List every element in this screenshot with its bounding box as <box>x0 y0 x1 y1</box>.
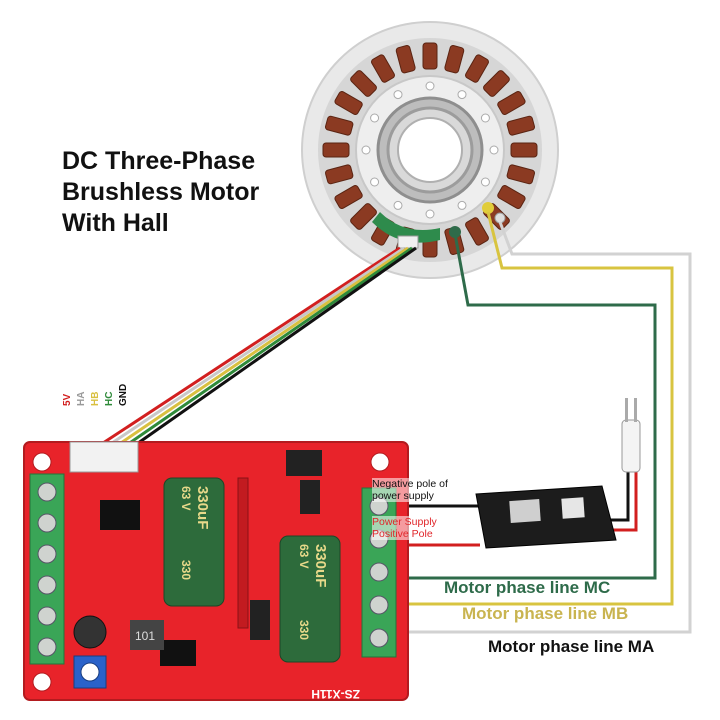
cap2-voltage: 63 V <box>297 544 311 569</box>
stator-coil <box>444 45 465 74</box>
left-terminal-block <box>29 473 65 665</box>
terminal-screw <box>369 562 389 582</box>
pin-hc: HC <box>104 391 115 406</box>
mount-hole <box>457 90 467 100</box>
cap1-series: 330 <box>179 560 193 580</box>
title-line-1: DC Three-Phase <box>62 147 256 175</box>
mount-hole <box>480 177 490 187</box>
ac-plug <box>621 398 641 473</box>
mount-hole <box>457 200 467 210</box>
small-capacitor <box>73 615 107 649</box>
title-line-3: With Hall <box>62 209 169 237</box>
cap2-series: 330 <box>297 620 311 640</box>
stator-coil <box>334 91 363 115</box>
mount-hole <box>393 90 403 100</box>
positive-pole-label: Power Supply Positive Pole <box>372 516 437 540</box>
inductor <box>130 620 164 650</box>
stator-coil <box>483 70 510 97</box>
ic-chip <box>160 640 196 666</box>
mounting-holes <box>361 81 499 219</box>
pin-ha: HA <box>76 391 87 406</box>
terminal-screw <box>37 637 57 657</box>
stator-coil <box>422 42 438 70</box>
negative-pole-line1: Negative pole of <box>372 478 448 490</box>
stator-coil <box>465 54 489 83</box>
capacitor-2 <box>279 535 341 663</box>
controller-board: 330uF 63 V 330 330uF 63 V 330 101 ZS-X11… <box>23 441 409 701</box>
ic-chip <box>100 500 140 530</box>
board-silkscreen: ZS-X11H <box>311 687 360 701</box>
mount-hole <box>370 177 380 187</box>
hall-cable <box>99 246 417 455</box>
stator-coil <box>506 164 535 185</box>
pin-5v: 5V <box>62 393 73 406</box>
hall-connector <box>397 235 419 249</box>
cap2-value: 330uF <box>312 544 329 587</box>
stator-coil <box>334 185 363 209</box>
positive-pole-line2: Positive Pole <box>372 528 433 540</box>
stator-coil <box>325 115 354 136</box>
stator-coil <box>510 142 538 158</box>
pin-hb: HB <box>90 391 101 406</box>
cap1-voltage: 63 V <box>179 486 193 511</box>
mount-hole <box>361 145 371 155</box>
mosfet <box>300 480 320 514</box>
mount-hole <box>425 81 435 91</box>
stator-coil <box>497 185 526 209</box>
terminal-screw <box>37 575 57 595</box>
phase-lead-white <box>494 212 506 224</box>
stator-coil <box>465 217 489 246</box>
positive-pole-line1: Power Supply <box>372 516 437 528</box>
mount-hole <box>480 113 490 123</box>
negative-pole-label: Negative pole of power supply <box>372 478 448 502</box>
terminal-screw <box>37 513 57 533</box>
diagram-title: DC Three-Phase Brushless Motor With Hall <box>62 146 322 239</box>
mount-hole <box>489 145 499 155</box>
hall-pin-labels: 5V HA HB HC GND <box>62 370 152 410</box>
mount-hole <box>393 200 403 210</box>
inductor-label: 101 <box>135 629 155 643</box>
cap1-value: 330uF <box>194 486 211 529</box>
hall-sensor-pcb <box>372 212 440 243</box>
negative-pole-line2: power supply <box>372 490 434 502</box>
stator-coil <box>350 70 377 97</box>
stator-coil <box>371 54 395 83</box>
terminal-screw <box>369 595 389 615</box>
stator-coil <box>395 45 416 74</box>
phase-lead-yellow <box>482 202 494 214</box>
mosfet <box>250 600 270 640</box>
stator-coil <box>506 115 535 136</box>
terminal-screw <box>37 482 57 502</box>
right-terminal-block <box>361 487 397 658</box>
stator-coil <box>497 91 526 115</box>
power-adapter <box>475 485 617 549</box>
ic-chip <box>286 450 322 476</box>
terminal-screw <box>37 606 57 626</box>
phase-label-mc: Motor phase line MC <box>444 578 611 597</box>
phase-lead-green <box>449 226 461 238</box>
stator-coil <box>322 142 350 158</box>
stator-coil <box>350 203 377 230</box>
terminal-screw <box>369 628 389 648</box>
terminal-screw <box>37 544 57 564</box>
title-line-2: Brushless Motor <box>62 178 260 206</box>
hall-header <box>69 441 139 473</box>
stator-coil <box>325 164 354 185</box>
mount-hole <box>370 113 380 123</box>
bldc-motor <box>301 21 559 279</box>
phase-label-ma: Motor phase line MA <box>488 637 655 656</box>
mount-hole <box>425 209 435 219</box>
pin-gnd: GND <box>118 383 129 406</box>
phase-wires <box>385 211 692 634</box>
phase-label-mb: Motor phase line MB <box>462 604 629 623</box>
capacitor-1 <box>163 477 225 607</box>
